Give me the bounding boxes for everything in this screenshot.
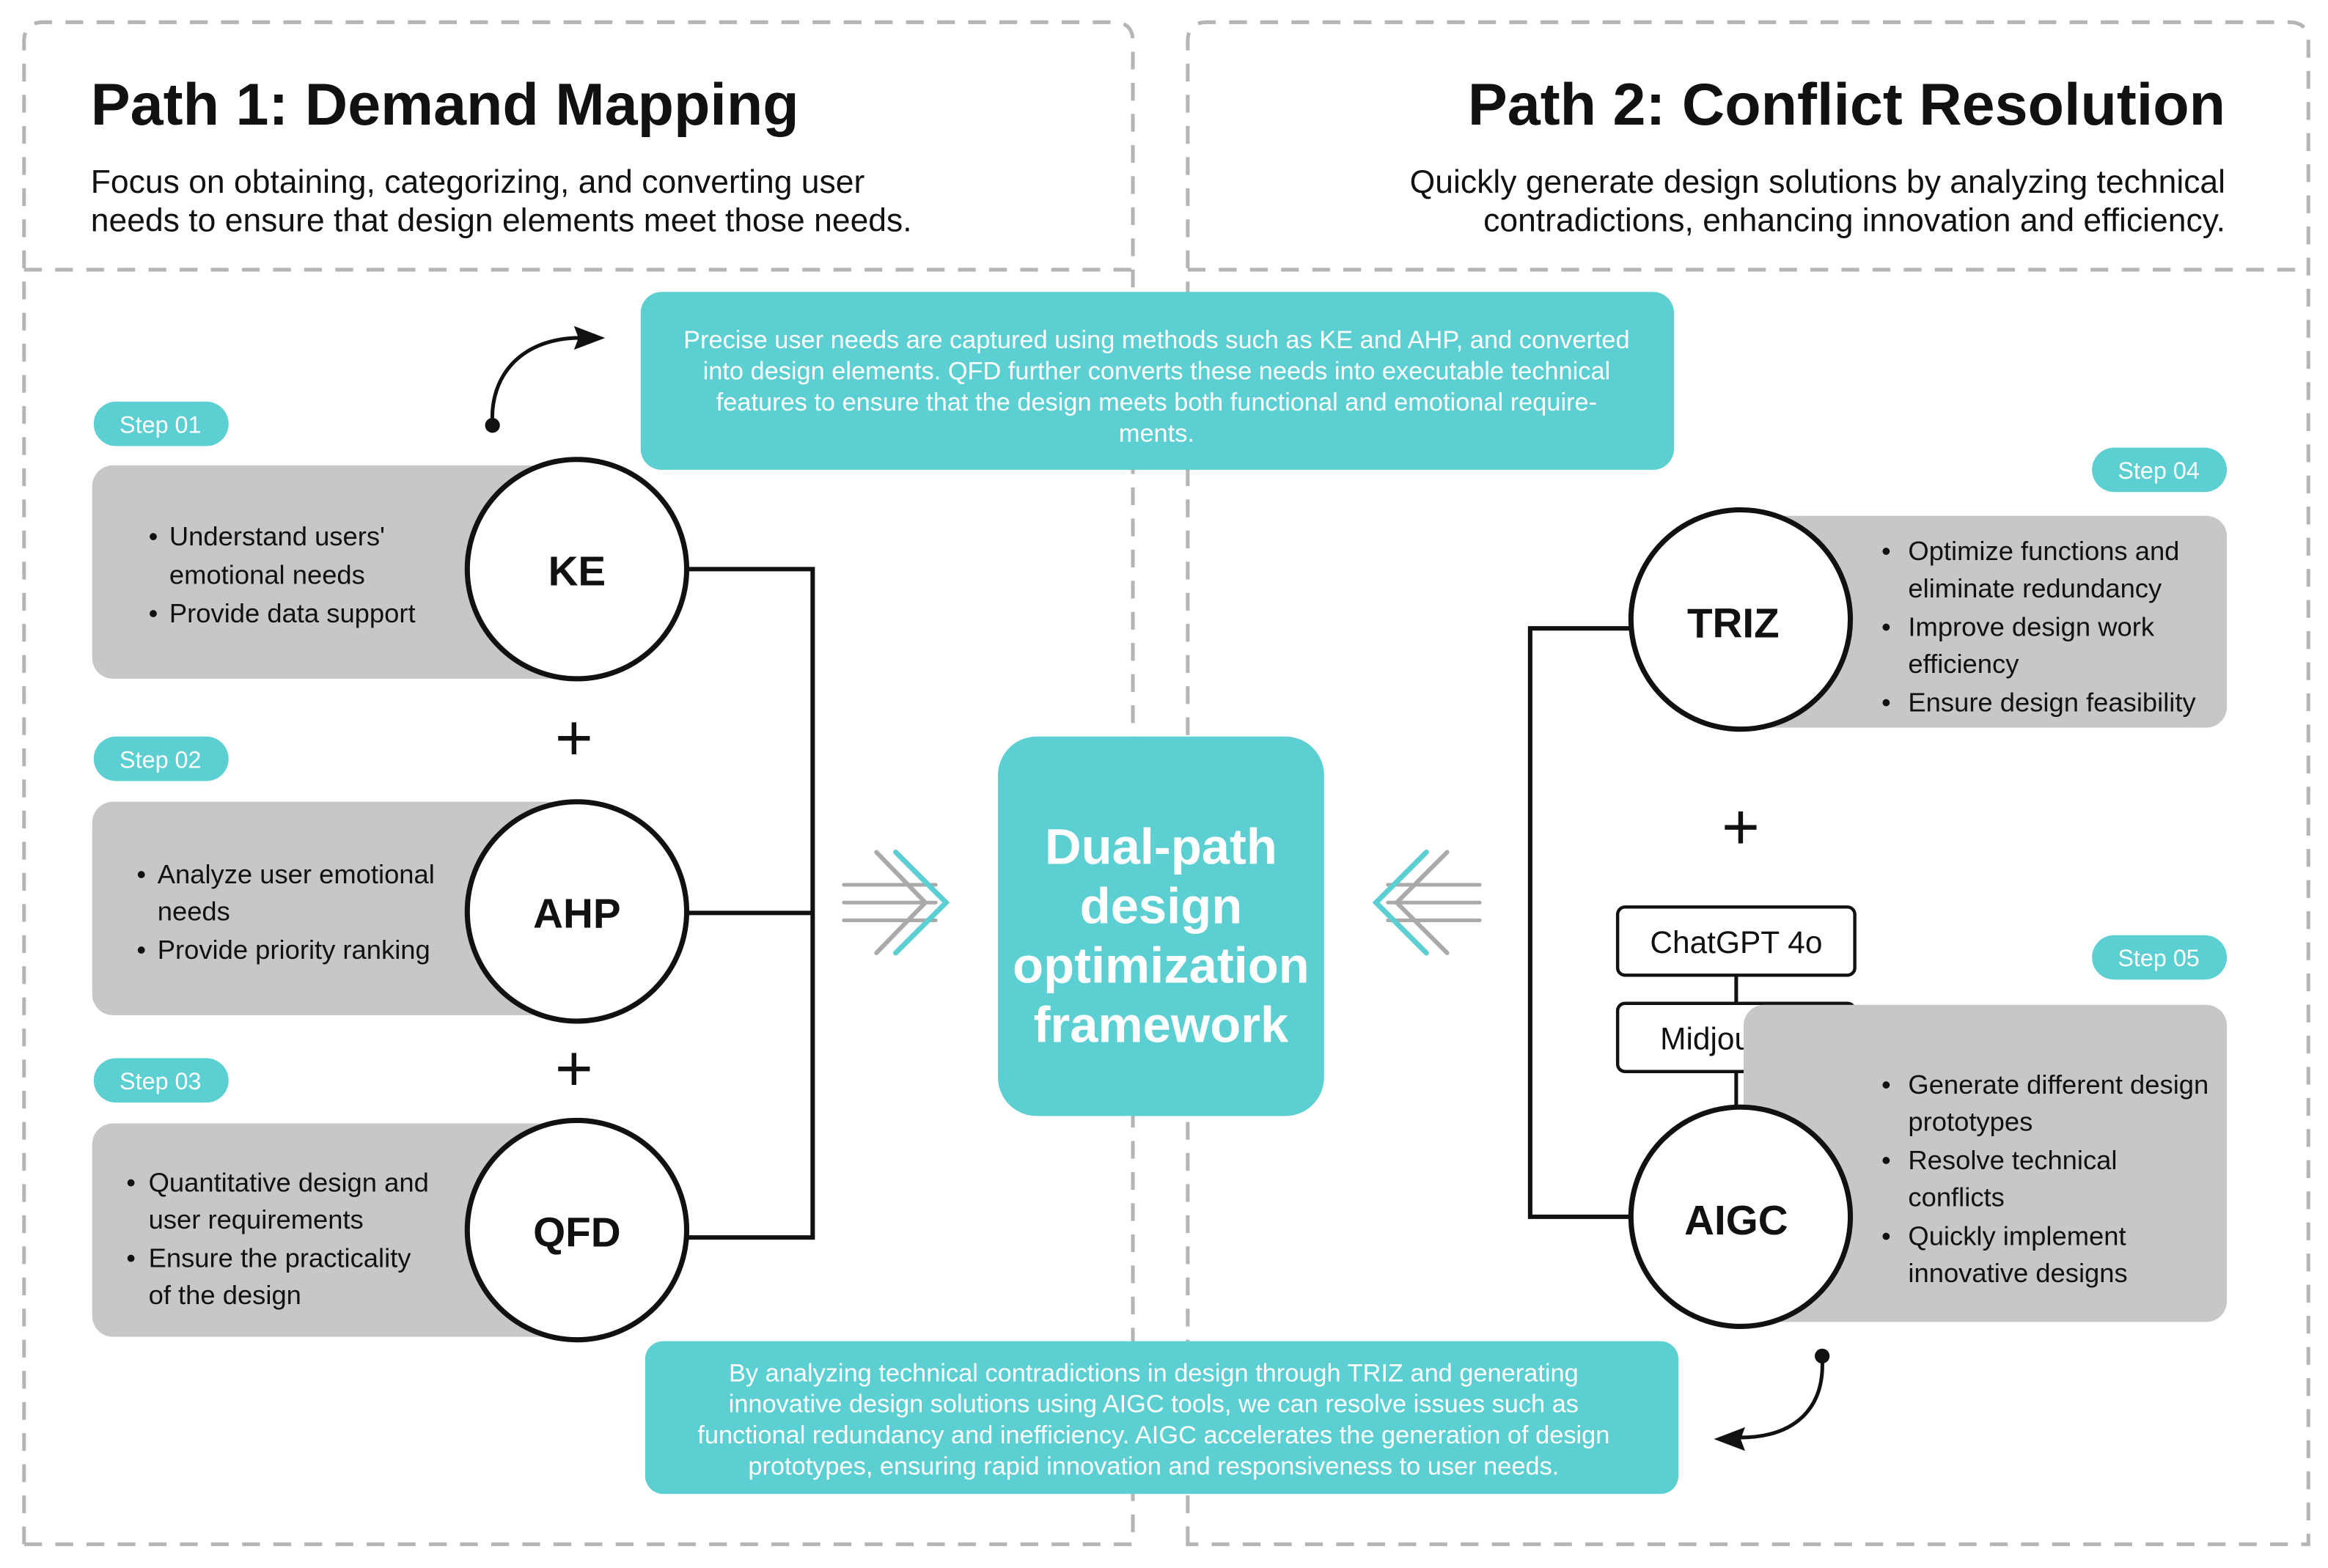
top-note-line-4: ments. (1119, 419, 1194, 447)
bottom-note: By analyzing technical contradictions in… (645, 1341, 1679, 1494)
path2-description-line-1: Quickly generate design solutions by ana… (1410, 164, 2225, 200)
path1-frame (22, 20, 1135, 1547)
svg-text:•: • (126, 1167, 136, 1197)
step-04-label: Step 04 (2118, 457, 2199, 484)
step-05-bullet-1-line-1: Generate different design (1908, 1070, 2208, 1100)
step-04-bullet-1-line-1: Optimize functions and (1908, 536, 2179, 566)
step-02-bullet-2-line-1: Provide priority ranking (158, 935, 430, 965)
curved-arrow-bottom-icon (1714, 1348, 1830, 1451)
path1-title: Path 1: Demand Mapping (91, 72, 799, 138)
step-02-panel (92, 801, 597, 1015)
svg-text:•: • (149, 521, 158, 551)
step-03-bullet-1-line-2: user requirements (149, 1204, 364, 1234)
svg-text:•: • (1881, 1221, 1891, 1251)
step-04-badge (2092, 447, 2228, 493)
step-04-bullet-2-line-2: efficiency (1908, 649, 2019, 679)
svg-text:•: • (1881, 1070, 1891, 1100)
step-04: Step 04 • Optimize functions and elimina… (1628, 447, 2228, 732)
qfd-label: QFD (533, 1209, 620, 1255)
step-02-bullet-1-line-2: needs (158, 897, 230, 927)
plus-sign-1: + (555, 701, 593, 774)
center-line-1: Dual-path (1045, 819, 1277, 875)
chevron-arrow-left-icon (1372, 849, 1482, 956)
triz-circle (1628, 507, 1854, 732)
path1-description-line-2: needs to ensure that design elements mee… (91, 202, 912, 238)
svg-text:•: • (136, 935, 146, 965)
svg-text:•: • (1881, 536, 1891, 566)
svg-text:•: • (149, 598, 158, 628)
step-03-bullet-2-line-1: Ensure the practicality (149, 1243, 412, 1273)
plus-sign-2: + (555, 1031, 593, 1105)
aigc-label: AIGC (1684, 1197, 1788, 1243)
svg-text:•: • (126, 1243, 136, 1273)
bottom-note-line-4: prototypes, ensuring rapid innovation an… (748, 1453, 1559, 1481)
aigc-circle (1628, 1104, 1854, 1329)
step-01-bullet-1-line-2: emotional needs (169, 560, 365, 590)
step-02-bullet-1-line-1: Analyze user emotional (158, 859, 435, 889)
ke-label: KE (548, 548, 606, 595)
curved-arrow-top-icon (485, 325, 606, 433)
center-line-3: optimization (1013, 937, 1310, 993)
step-04-panel (1744, 515, 2228, 728)
step-01-bullet-1-line-1: Understand users' (169, 521, 385, 551)
step-04-bullet-3-line-1: Ensure design feasibility (1908, 687, 2196, 717)
svg-text:•: • (136, 859, 146, 889)
top-note-line-2: into design elements. QFD further conver… (703, 358, 1611, 386)
step-04-bullet-1-line-2: eliminate redundancy (1908, 573, 2162, 603)
step-03-panel (92, 1123, 597, 1337)
step-03-bullet-2-line-2: of the design (149, 1280, 301, 1310)
step-02: Step 02 • Analyze user emotional needs •… (92, 736, 690, 1024)
step-04-bullet-2-line-1: Improve design work (1908, 611, 2154, 641)
step-01-label: Step 01 (120, 411, 201, 438)
step-05-bullet-2-line-2: conflicts (1908, 1182, 2004, 1212)
plus-sign-3: + (1722, 789, 1760, 863)
step-05-bullet-3-line-1: Quickly implement (1908, 1221, 2126, 1251)
ahp-label: AHP (533, 891, 620, 937)
center-line-4: framework (1034, 996, 1289, 1053)
step-01-panel (92, 465, 597, 679)
step-05-badge (2092, 935, 2228, 980)
step-05: Step 05 • Generate different design prot… (1628, 935, 2228, 1329)
right-connector-bracket (1527, 626, 1631, 1219)
left-connector-bracket (688, 567, 815, 1240)
top-note-line-1: Precise user needs are captured using me… (683, 326, 1630, 354)
qfd-circle (464, 1117, 690, 1343)
path1-description-line-1: Focus on obtaining, categorizing, and co… (91, 164, 865, 200)
top-note: Precise user needs are captured using me… (640, 292, 1674, 470)
step-03-badge (93, 1058, 229, 1103)
step-05-label: Step 05 (2118, 945, 2199, 971)
step-01-bullet-2-line-1: Provide data support (169, 598, 416, 628)
step-02-label: Step 02 (120, 746, 201, 773)
step-03-label: Step 03 (120, 1068, 201, 1094)
step-03-bullet-1-line-1: Quantitative design and (149, 1167, 429, 1197)
path2-description-line-2: contradictions, enhancing innovation and… (1483, 202, 2225, 238)
step-03: Step 03 • Quantitative design and user r… (92, 1058, 690, 1343)
step-02-badge (93, 736, 229, 781)
bottom-note-line-2: innovative design solutions using AIGC t… (729, 1391, 1579, 1418)
step-05-bullet-1-line-2: prototypes (1908, 1107, 2033, 1137)
step-01: Step 01 • Understand users' emotional ne… (92, 401, 690, 682)
path2-frame (1186, 20, 2310, 1547)
step-05-bullet-2-line-1: Resolve technical (1908, 1145, 2117, 1175)
ke-circle (464, 457, 690, 682)
svg-text:•: • (1881, 687, 1891, 717)
tool-chatgpt-label: ChatGPT 4o (1650, 925, 1822, 960)
svg-text:•: • (1881, 1145, 1891, 1175)
chevron-arrow-right-icon (842, 849, 950, 956)
tool-chatgpt-box (1615, 905, 1857, 977)
bottom-note-line-3: functional redundancy and inefficiency. … (697, 1421, 1609, 1449)
step-05-panel (1744, 1004, 2228, 1322)
svg-text:•: • (1881, 611, 1891, 641)
step-05-bullet-3-line-2: innovative designs (1908, 1258, 2127, 1288)
center-line-2: design (1080, 878, 1242, 935)
center-framework-box: Dual-path design optimization framework (998, 736, 1324, 1116)
triz-label: TRIZ (1687, 600, 1780, 646)
step-01-badge (93, 401, 229, 446)
bottom-note-line-1: By analyzing technical contradictions in… (729, 1359, 1579, 1387)
top-note-line-3: features to ensure that the design meets… (716, 389, 1597, 416)
ahp-circle (464, 799, 690, 1024)
path2-title: Path 2: Conflict Resolution (1468, 72, 2225, 138)
